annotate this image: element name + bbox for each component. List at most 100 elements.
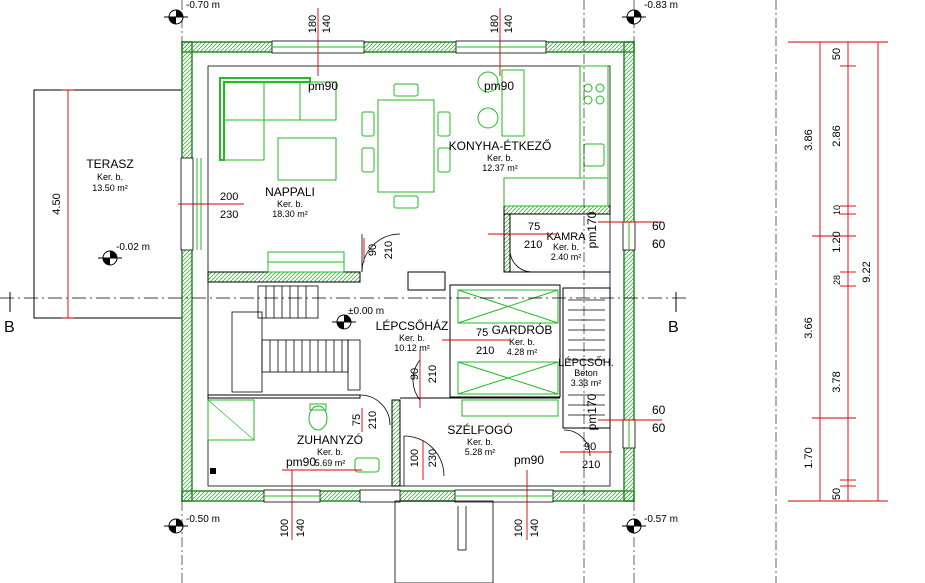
lepcso-door-height: 210 xyxy=(427,365,439,383)
level-top-left: -0.70 m xyxy=(186,0,220,11)
opening-dimension-lines xyxy=(62,8,662,540)
gardrob-door-width: 75 xyxy=(476,327,488,339)
room-name: TERASZ xyxy=(86,157,133,171)
door-swings xyxy=(359,233,591,486)
level-top-right: -0.83 m xyxy=(644,0,678,11)
room-name: SZÉLFOGÓ xyxy=(447,422,512,437)
room-label-lepcsohaz: LÉPCSŐHÁZ Ker. b. 10.12 m² xyxy=(376,318,449,353)
level-marker-bottom-right: -0.57 m xyxy=(622,514,678,534)
room-floor: Ker. b. xyxy=(277,199,303,209)
room-label-nappali: NAPPALI Ker. b. 18.30 m² xyxy=(265,185,315,219)
room-name: GARDRÓB xyxy=(492,322,553,337)
bottom-window1-width: 100 xyxy=(279,519,291,537)
room-area: 5.28 m² xyxy=(465,447,496,457)
room-label-lepcsoh: LÉPCSŐH. Beton 3.33 m² xyxy=(558,355,614,388)
dining-table xyxy=(361,83,451,209)
room-label-terasz: TERASZ Ker. b. 13.50 m² xyxy=(86,157,133,193)
room-area: 4.28 m² xyxy=(507,347,538,357)
pm170-label-b: pm170 xyxy=(585,393,599,430)
room-floor: Ker. b. xyxy=(509,337,535,347)
living-room-furniture xyxy=(219,77,345,273)
bathroom-fixtures xyxy=(207,399,380,474)
room-area: 12.37 m² xyxy=(482,163,518,173)
gardrob-door-height: 210 xyxy=(476,345,494,357)
room-name: LÉPCSŐH. xyxy=(558,355,614,369)
pm90-label-b: pm90 xyxy=(484,79,514,93)
dim-170: 1.70 xyxy=(803,447,815,468)
level-terrace: -0.02 m xyxy=(116,242,150,253)
pm90-label-c: pm90 xyxy=(286,455,316,469)
level-marker-top-right: -0.83 m xyxy=(622,0,678,25)
zuhany-door-width: 75 xyxy=(351,414,363,426)
dim-28: 28 xyxy=(832,275,842,285)
lepcsoh-door-width: 90 xyxy=(584,441,596,453)
pm90-label-a: pm90 xyxy=(308,79,338,93)
kamra-door-height: 210 xyxy=(524,239,542,251)
basement-stair xyxy=(568,299,605,416)
right-dimension-labels: 50 2.86 3.86 10 1.20 28 3.66 3.78 1.70 5… xyxy=(803,48,873,500)
top-window1-width: 180 xyxy=(307,15,319,33)
room-area: 13.50 m² xyxy=(92,183,128,193)
room-floor: Ker. b. xyxy=(553,242,579,252)
room-name: ZUHANYZÓ xyxy=(297,432,363,447)
left-door-height: 230 xyxy=(220,209,238,221)
room-label-kamra: KAMRA Ker. b. 2.40 m² xyxy=(546,231,586,262)
room-name: LÉPCSŐHÁZ xyxy=(376,318,449,333)
right-window1-height: 60 xyxy=(652,237,666,251)
room-area: 18.30 m² xyxy=(272,209,308,219)
dim-50-bottom: 50 xyxy=(831,488,843,500)
dim-50-top: 50 xyxy=(831,48,843,60)
top-window1-height: 140 xyxy=(321,15,333,33)
room-area: 3.33 m² xyxy=(571,378,602,388)
bottom-window2-height: 140 xyxy=(529,519,541,537)
interior-walls xyxy=(207,205,611,487)
exterior-walls xyxy=(181,41,635,502)
level-marker-bottom-left: -0.50 m xyxy=(164,514,220,534)
nappali-door-height: 210 xyxy=(383,241,395,259)
level-bottom-left: -0.50 m xyxy=(186,514,220,525)
lepcsoh-door-height: 210 xyxy=(582,459,600,471)
opening-labels: 180 140 180 140 pm90 pm90 200 230 90 210… xyxy=(51,15,666,537)
dim-922: 9.22 xyxy=(861,261,873,282)
room-floor: Ker. b. xyxy=(317,447,343,457)
room-name: KAMRA xyxy=(546,231,586,243)
dim-366: 3.66 xyxy=(803,317,815,338)
room-floor: Ker. b. xyxy=(399,333,425,343)
bottom-window2-width: 100 xyxy=(513,519,525,537)
section-line: B B xyxy=(0,292,690,336)
dim-286: 2.86 xyxy=(831,125,843,146)
nappali-door-width: 90 xyxy=(367,244,379,256)
level-marker-terrace: -0.02 m xyxy=(98,242,150,266)
room-floor: Ker. b. xyxy=(487,153,513,163)
section-label-right: B xyxy=(668,319,679,336)
right-dimension-chain xyxy=(788,41,888,502)
room-area: 5.69 m² xyxy=(315,458,346,468)
kamra-door-width: 75 xyxy=(528,221,540,233)
left-door-width: 200 xyxy=(220,191,238,203)
right-window2-width: 60 xyxy=(652,403,666,417)
pm170-label-a: pm170 xyxy=(585,211,599,248)
room-label-konyha: KONYHA-ÉTKEZŐ Ker. b. 12.37 m² xyxy=(449,138,552,173)
top-window2-width: 180 xyxy=(489,15,501,33)
room-label-zuhanyzo: ZUHANYZÓ Ker. b. 5.69 m² xyxy=(297,432,363,468)
entry-door-height: 230 xyxy=(427,449,439,467)
main-staircase xyxy=(231,285,361,393)
room-label-szelfogo: SZÉLFOGÓ Ker. b. 5.28 m² xyxy=(447,422,512,457)
dim-120: 1.20 xyxy=(831,231,843,252)
pm90-label-d: pm90 xyxy=(514,453,544,467)
terrace xyxy=(33,89,182,319)
room-name: NAPPALI xyxy=(265,185,315,199)
lepcso-door-width: 90 xyxy=(409,368,421,380)
bottom-window1-height: 140 xyxy=(295,519,307,537)
right-window2-height: 60 xyxy=(652,421,666,435)
dim-10: 10 xyxy=(832,205,842,215)
room-area: 10.12 m² xyxy=(394,343,430,353)
level-stair: ±0.00 m xyxy=(348,306,384,317)
kitchen-counter xyxy=(477,65,609,207)
room-name: KONYHA-ÉTKEZŐ xyxy=(449,138,552,153)
dim-378: 3.78 xyxy=(831,371,843,392)
level-bottom-right: -0.57 m xyxy=(644,514,678,525)
room-floor: Ker. b. xyxy=(467,437,493,447)
terrace-dimension: 4.50 xyxy=(51,193,63,214)
